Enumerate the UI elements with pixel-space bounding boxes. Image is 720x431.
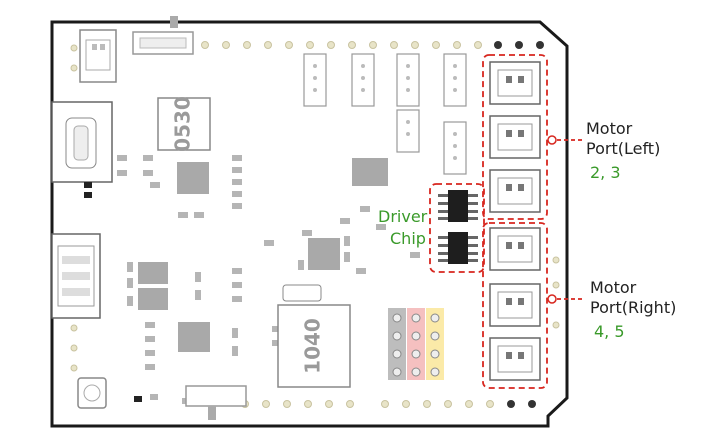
inductor-1040-label: 1040 [301, 318, 325, 374]
bottom-pin-row-dark [507, 400, 536, 408]
pin-header-block [388, 308, 444, 380]
smd-components-left [84, 182, 142, 402]
motor-left-highlight [482, 54, 548, 220]
driver-chips [438, 190, 478, 264]
leader-right [547, 294, 583, 304]
motor-connector [489, 283, 541, 327]
gray-ics [138, 158, 388, 352]
top-pin-row-dark [494, 41, 544, 49]
motor-connector [489, 169, 541, 213]
motor-connector [489, 61, 541, 105]
motor-connector [489, 337, 541, 381]
motor-left-ports: 2, 3 [590, 163, 621, 182]
inductor-1040: 1040 [277, 304, 351, 388]
motor-connector [489, 227, 541, 271]
reset-button [77, 377, 107, 409]
inductor-0530: 0530 [157, 96, 211, 152]
usb-c-port [51, 101, 113, 183]
left-power-connector [51, 233, 101, 319]
motor-connectors [489, 61, 541, 381]
top-slide-switch [132, 16, 194, 55]
motor-right-highlight [482, 222, 548, 389]
motor-left-title-1: Motor [586, 119, 633, 138]
driver-chip-label-1: Driver [378, 207, 428, 226]
inductor-0530-label: 0530 [171, 96, 195, 152]
top-left-connector [79, 29, 117, 83]
smd-passives [117, 155, 420, 404]
driver-chip-label-2: Chip [390, 229, 426, 248]
right-side-pins [552, 256, 560, 329]
top-pin-row [201, 41, 482, 49]
driver-chip-highlight [429, 183, 485, 273]
motor-connector [489, 115, 541, 159]
pin-header-holes [392, 313, 440, 377]
motor-right-title-1: Motor [590, 278, 637, 297]
bottom-slide-switch [185, 385, 247, 420]
small-jst-pins [313, 64, 457, 160]
left-side-pins [70, 44, 78, 372]
motor-right-ports: 4, 5 [594, 322, 625, 341]
motor-left-title-2: Port(Left) [586, 139, 660, 158]
leader-left [547, 135, 583, 145]
motor-right-title-2: Port(Right) [590, 298, 676, 317]
